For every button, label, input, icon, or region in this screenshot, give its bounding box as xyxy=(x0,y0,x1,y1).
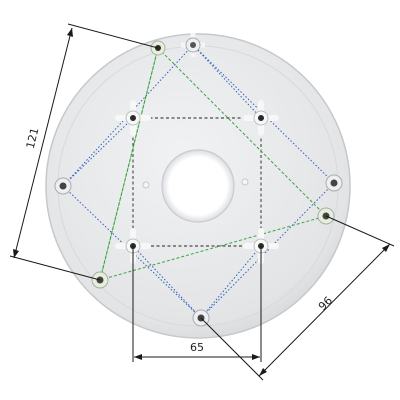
blue-dotted-link xyxy=(192,44,262,119)
mounting-bolt-icon xyxy=(54,177,72,195)
screw-boss-top-right xyxy=(243,100,279,136)
dimension-121: 121 xyxy=(9,23,159,281)
blue-dotted-diamond xyxy=(62,44,335,319)
mounting-bolt-icon xyxy=(181,33,205,57)
small-hole xyxy=(241,178,249,186)
dimension-65-label: 65 xyxy=(190,341,204,354)
dimension-65: 65 xyxy=(132,246,262,362)
dimension-121-label: 121 xyxy=(24,126,42,150)
center-cable-hole xyxy=(161,149,235,223)
dimension-96-label: 96 xyxy=(316,294,335,313)
blue-dotted-link xyxy=(62,117,134,187)
screw-boss-top-left xyxy=(115,100,151,136)
mounting-bolt-icon xyxy=(325,174,343,192)
green-dashed-diamond xyxy=(99,47,327,281)
small-hole xyxy=(142,181,150,189)
